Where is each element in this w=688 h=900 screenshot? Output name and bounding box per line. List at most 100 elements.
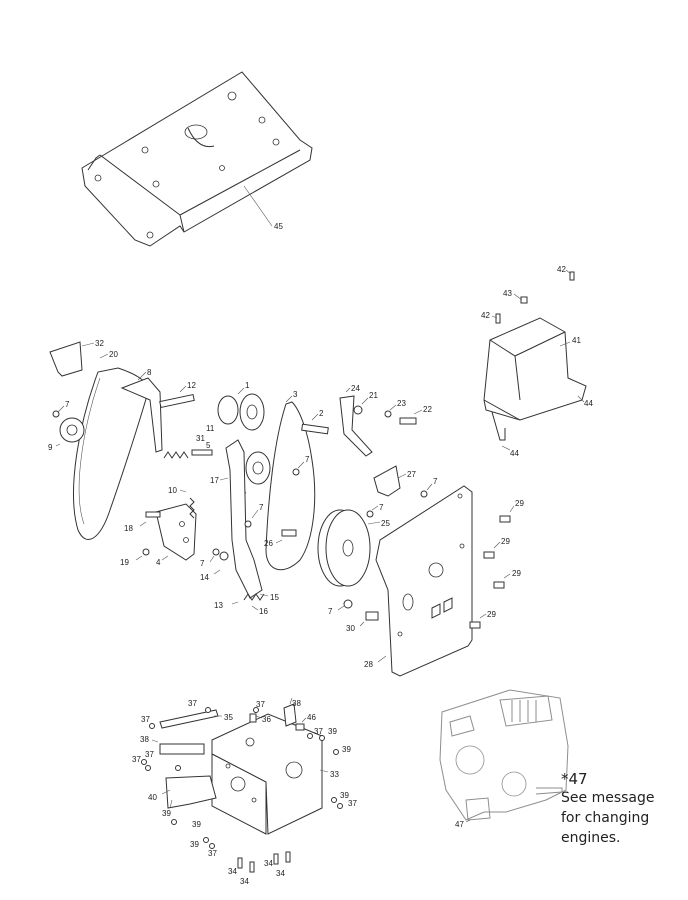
bracket-part-27 <box>373 465 401 497</box>
callout-39-b: 39 <box>342 745 351 754</box>
callout-10: 10 <box>168 486 177 495</box>
bracket-part-38 <box>159 703 297 755</box>
housing-plate-part-45 <box>81 71 313 247</box>
pulley-part-6 <box>245 451 271 485</box>
callout-39-a: 39 <box>328 727 337 736</box>
callout-20: 20 <box>109 350 118 359</box>
callout-8: 8 <box>147 368 152 377</box>
spacer-part-46 <box>295 723 305 731</box>
callout-34-c: 34 <box>264 859 273 868</box>
callout-44: 44 <box>510 449 519 458</box>
callout-30: 30 <box>346 624 355 633</box>
bolt-part-29-a <box>499 515 511 523</box>
callout-39-d: 39 <box>192 820 201 829</box>
callout-39-c: 39 <box>340 791 349 800</box>
drive-pulley-part-25 <box>317 509 371 587</box>
callout-34-d: 34 <box>276 869 285 878</box>
callout-29-b: 29 <box>501 537 510 546</box>
callout-4: 4 <box>156 558 161 567</box>
washer-part-21 <box>353 405 363 415</box>
callout-31: 31 <box>196 434 205 443</box>
bolt-part-29-d <box>469 621 481 629</box>
callout-37-f: 37 <box>314 727 323 736</box>
callout-29-a: 29 <box>515 499 524 508</box>
bracket-part-32 <box>49 341 83 377</box>
note-line-2: for changing <box>561 810 650 826</box>
bolt-part-18 <box>145 511 161 518</box>
callout-3: 3 <box>293 390 298 399</box>
spring-part-11 <box>163 451 189 459</box>
callout-45: 45 <box>274 222 283 231</box>
callout-46: 46 <box>307 713 316 722</box>
callout-29-d: 29 <box>487 610 496 619</box>
bolt-part-2 <box>301 423 329 435</box>
bolt-part-5 <box>191 449 213 456</box>
bolt-part-29-c <box>493 581 505 589</box>
callout-1: 1 <box>245 381 250 390</box>
callout-37-b: 37 <box>141 715 150 724</box>
note-line-1: See message <box>561 790 655 806</box>
callout-29-c: 29 <box>512 569 521 578</box>
callout-19: 19 <box>120 558 129 567</box>
belt-part-3 <box>265 401 316 571</box>
callout-27: 27 <box>407 470 416 479</box>
callout-11: 11 <box>206 424 215 433</box>
fasteners-part-39 <box>171 735 339 843</box>
callout-7-d: 7 <box>259 503 264 512</box>
bolts-part-34 <box>237 851 291 873</box>
callout-35: 35 <box>224 713 233 722</box>
pulley-part-9 <box>59 417 85 443</box>
callout-15: 15 <box>270 593 279 602</box>
washer-part-14 <box>219 551 229 561</box>
callout-9: 9 <box>48 443 53 452</box>
callout-5: 5 <box>206 441 211 450</box>
callout-7-a: 7 <box>65 400 70 409</box>
callout-24: 24 <box>351 384 360 393</box>
callout-23: 23 <box>397 399 406 408</box>
idler-bracket-part-17 <box>225 439 263 599</box>
bracket-part-4 <box>155 503 197 561</box>
screw-part-42 <box>495 271 575 324</box>
idler-arm-part-8 <box>120 377 163 453</box>
callout-28: 28 <box>364 660 373 669</box>
callout-25: 25 <box>381 519 390 528</box>
callout-21: 21 <box>369 391 378 400</box>
callout-16: 16 <box>259 607 268 616</box>
fasteners-part-37 <box>141 707 343 849</box>
bolt-part-29-b <box>483 551 495 559</box>
callout-32: 32 <box>95 339 104 348</box>
callout-7-g: 7 <box>328 607 333 616</box>
nut-part-7-b <box>292 468 300 476</box>
callout-37-g: 37 <box>348 799 357 808</box>
nut-part-7-e <box>212 548 220 556</box>
bushing-part-30 <box>365 611 379 621</box>
callout-18: 18 <box>124 524 133 533</box>
engine-part-47 <box>439 689 569 821</box>
nut-part-7-c <box>420 490 428 498</box>
nut-part-7-g <box>343 599 353 609</box>
callout-37-a: 37 <box>188 699 197 708</box>
nut-part-7-f <box>366 510 374 518</box>
bolt-part-36 <box>249 713 257 723</box>
spring-part-15 <box>243 593 265 601</box>
frame-part-33 <box>211 713 323 835</box>
screw-part-43 <box>520 296 528 304</box>
note-part-reference: *47 <box>561 770 588 788</box>
callout-33: 33 <box>330 770 339 779</box>
nut-part-7 <box>52 410 60 418</box>
callout-36: 36 <box>262 715 271 724</box>
nut-part-19 <box>142 548 150 556</box>
engine-change-note: *47 See message for changing engines. <box>561 770 654 848</box>
callout-47: 47 <box>455 820 464 829</box>
callout-12: 12 <box>187 381 196 390</box>
bolt-part-22 <box>399 417 417 425</box>
skid-part-39 <box>165 775 217 809</box>
callout-37-h: 37 <box>208 849 217 858</box>
callout-7-b: 7 <box>305 455 310 464</box>
callout-34-a: 34 <box>228 867 237 876</box>
spring-part-10 <box>189 497 195 519</box>
callout-43: 43 <box>503 289 512 298</box>
callout-37-d: 37 <box>145 750 154 759</box>
washer-part-23 <box>384 410 392 418</box>
